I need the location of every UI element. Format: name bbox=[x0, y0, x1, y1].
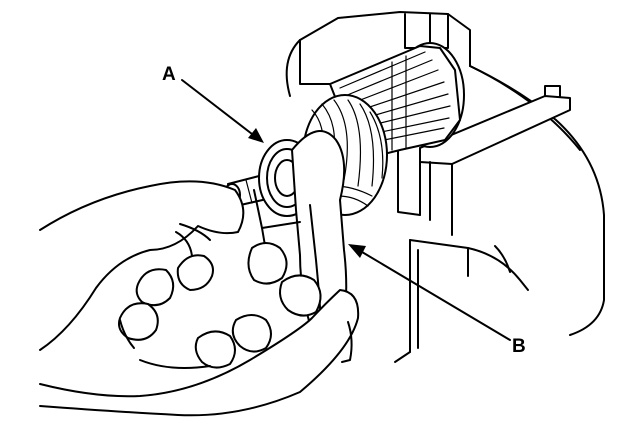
right-hand bbox=[39, 242, 360, 417]
callout-b-label: B bbox=[512, 336, 526, 357]
callout-b-leader bbox=[348, 244, 511, 341]
armature-commutator bbox=[302, 42, 465, 216]
callout-a-label: A bbox=[162, 64, 176, 85]
housing-frame bbox=[285, 11, 605, 363]
callout-a-leader bbox=[181, 79, 264, 143]
left-hand bbox=[39, 180, 245, 351]
